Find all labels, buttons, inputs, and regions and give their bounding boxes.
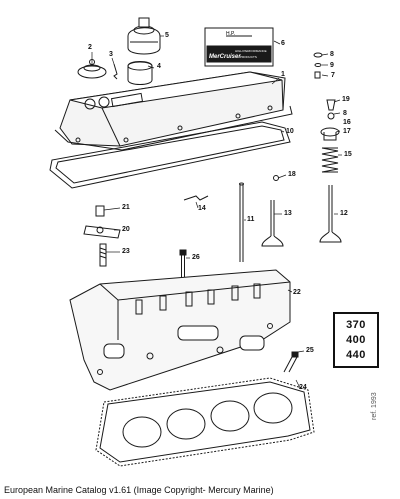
decal-hp-text: H.P. bbox=[226, 31, 235, 37]
callout-8-mid[interactable]: 8 bbox=[343, 110, 347, 117]
callout-16[interactable]: 16 bbox=[343, 119, 351, 126]
callout-15[interactable]: 15 bbox=[344, 151, 352, 158]
callout-26[interactable]: 26 bbox=[192, 254, 200, 261]
manifold-bolt bbox=[283, 351, 299, 373]
callout-18[interactable]: 18 bbox=[288, 171, 296, 178]
callout-19[interactable]: 19 bbox=[342, 96, 350, 103]
callout-7[interactable]: 7 bbox=[331, 72, 335, 79]
callout-1[interactable]: 1 bbox=[281, 71, 285, 78]
callout-8-top[interactable]: 8 bbox=[330, 51, 334, 58]
rocker-spring-stack bbox=[320, 99, 340, 173]
callout-3[interactable]: 3 bbox=[109, 51, 113, 58]
small-hardware bbox=[313, 52, 323, 79]
model-440: 440 bbox=[346, 349, 366, 361]
valve-cover bbox=[54, 71, 293, 151]
rocker-stud bbox=[99, 243, 107, 267]
callout-2[interactable]: 2 bbox=[88, 44, 92, 51]
model-number-box: 370 400 440 bbox=[333, 312, 379, 368]
pushrod bbox=[239, 182, 244, 262]
callout-9[interactable]: 9 bbox=[330, 62, 334, 69]
guide-plate bbox=[183, 195, 209, 201]
callout-23[interactable]: 23 bbox=[122, 248, 130, 255]
callout-25[interactable]: 25 bbox=[306, 347, 314, 354]
exhaust-valve bbox=[261, 200, 284, 247]
callout-6[interactable]: 6 bbox=[281, 40, 285, 47]
decal bbox=[204, 27, 274, 67]
callout-10[interactable]: 10 bbox=[286, 128, 294, 135]
valve-cover-gasket bbox=[49, 121, 291, 189]
callout-12[interactable]: 12 bbox=[340, 210, 348, 217]
exploded-parts-drawing: H.P. MerCruiser HIGH PERFORMANCE PRODUCT… bbox=[49, 17, 342, 467]
callout-14[interactable]: 14 bbox=[198, 205, 206, 212]
model-400: 400 bbox=[346, 334, 366, 346]
flame-arrestor bbox=[127, 17, 161, 85]
callout-13[interactable]: 13 bbox=[284, 210, 292, 217]
decal-line2-text: PRODUCTS bbox=[240, 55, 257, 59]
callout-11[interactable]: 11 bbox=[247, 216, 255, 223]
rocker-arm bbox=[83, 205, 121, 239]
callout-4[interactable]: 4 bbox=[157, 63, 161, 70]
decal-brand-text: MerCruiser bbox=[209, 54, 241, 60]
rocker-nut bbox=[273, 175, 279, 181]
breather-cap bbox=[77, 59, 107, 79]
model-370: 370 bbox=[346, 319, 366, 331]
catalog-caption: European Marine Catalog v1.61 (Image Cop… bbox=[4, 485, 274, 495]
side-reference-text: ref. 1993 bbox=[371, 392, 378, 420]
leader-lines bbox=[91, 35, 342, 389]
callout-5[interactable]: 5 bbox=[165, 32, 169, 39]
callout-22[interactable]: 22 bbox=[293, 289, 301, 296]
callout-17[interactable]: 17 bbox=[343, 128, 351, 135]
cylinder-head bbox=[69, 269, 291, 391]
intake-valve bbox=[319, 185, 342, 243]
callout-20[interactable]: 20 bbox=[122, 226, 130, 233]
callout-21[interactable]: 21 bbox=[122, 204, 130, 211]
head-gasket bbox=[95, 377, 315, 467]
clip bbox=[113, 63, 118, 80]
decal-line1-text: HIGH PERFORMANCE bbox=[235, 49, 267, 53]
callout-24[interactable]: 24 bbox=[299, 384, 307, 391]
